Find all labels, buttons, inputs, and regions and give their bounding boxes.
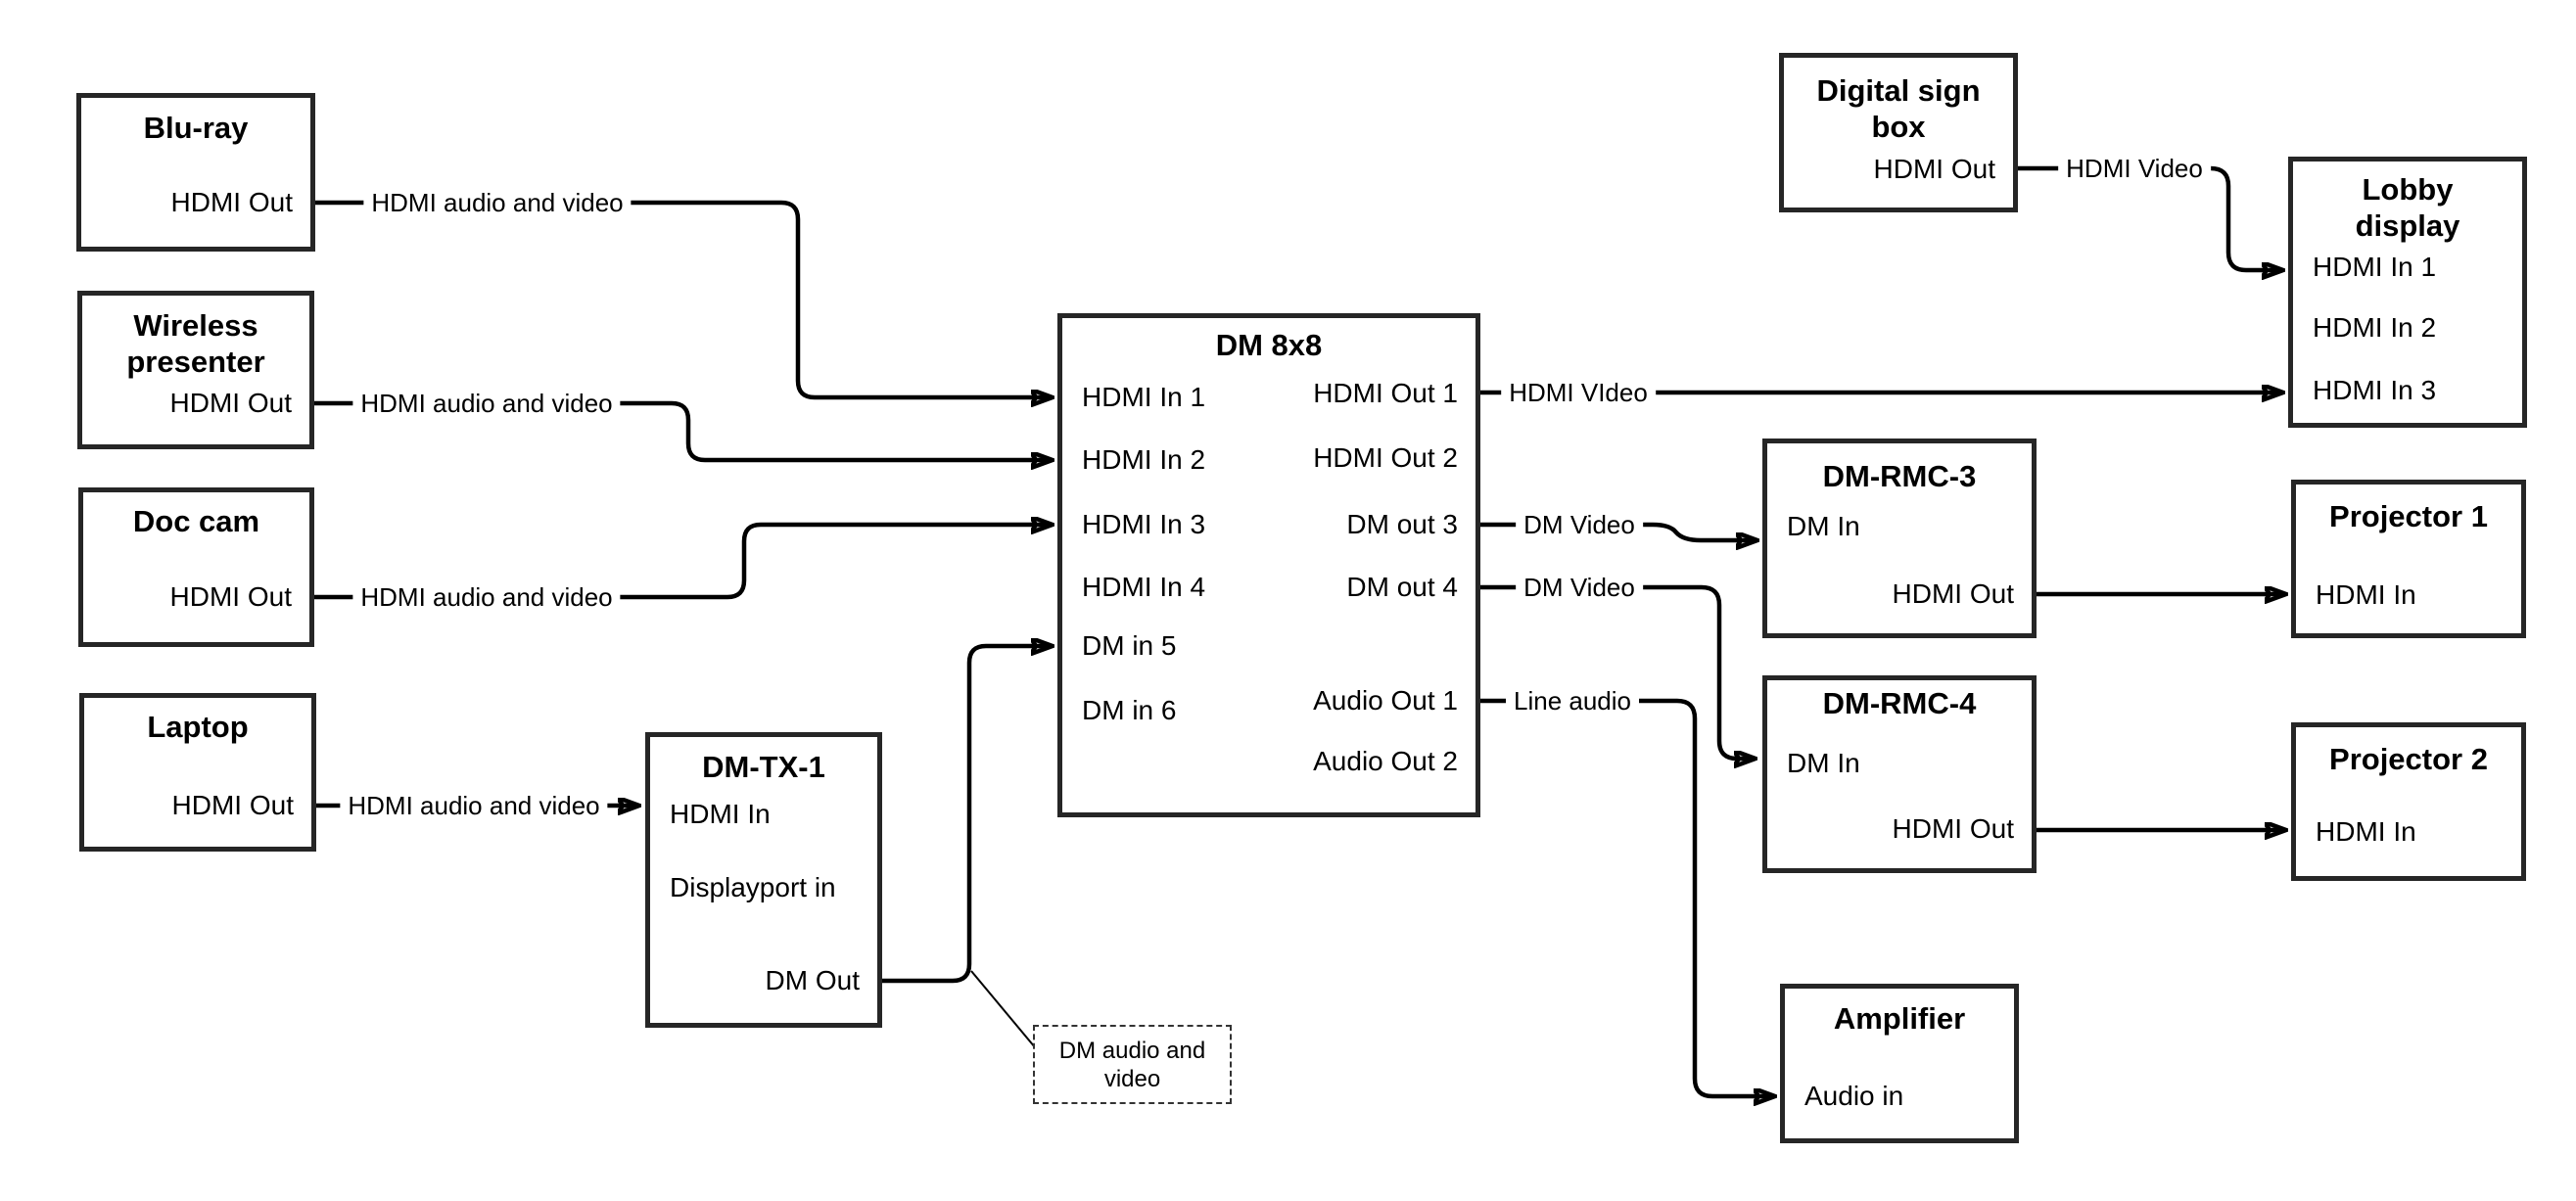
dm8x8-port-dm-in-6: DM in 6 [1082, 695, 1177, 725]
lobby-port-hdmi-in-3: HDMI In 3 [2313, 375, 2437, 405]
dm8x8-port-dm-out-4: DM out 4 [1346, 572, 1458, 602]
link-label-laptop: HDMI audio and video [340, 791, 608, 820]
lobby-port-hdmi-in-1: HDMI In 1 [2313, 252, 2437, 282]
proj1-port-hdmi-in: HDMI In [2316, 579, 2416, 610]
dm8x8-port-hdmi-in-3: HDMI In 3 [1082, 509, 1206, 539]
dm-8x8-box: DM 8x8 HDMI In 1 HDMI In 2 HDMI In 3 HDM… [1057, 313, 1480, 817]
proj2-port-hdmi-in: HDMI In [2316, 816, 2416, 847]
link-label-dm-out3: DM Video [1516, 510, 1643, 539]
rmc3-title: DM-RMC-3 [1822, 459, 1977, 493]
rmc4-title: DM-RMC-4 [1822, 686, 1977, 720]
amplifier-port-audio-in: Audio in [1804, 1081, 1904, 1111]
digitalsign-title-line1: Digital sign [1816, 73, 1981, 108]
projector-1-box: Projector 1 HDMI In [2291, 480, 2526, 638]
bluray-box: Blu-ray HDMI Out [76, 93, 315, 252]
rmc3-port-dm-in: DM In [1787, 511, 1860, 541]
laptop-box: Laptop HDMI Out [79, 693, 316, 852]
dmtx1-title: DM-TX-1 [702, 750, 825, 784]
dm-rmc-4-box: DM-RMC-4 DM In HDMI Out [1762, 675, 2037, 873]
wireless-presenter-box: Wireless presenter HDMI Out [77, 291, 314, 449]
connector-dm8x8-audio1-to-amplifier [1480, 698, 1774, 1096]
wireless-title-line2: presenter [126, 345, 265, 379]
laptop-port-hdmi-out: HDMI Out [171, 790, 294, 820]
proj1-title: Projector 1 [2329, 499, 2488, 533]
connector-doccam-to-dm8x8-in3 [314, 525, 1052, 600]
lobby-port-hdmi-in-2: HDMI In 2 [2313, 312, 2437, 343]
dm8x8-port-dm-out-3: DM out 3 [1346, 509, 1458, 539]
bluray-title: Blu-ray [143, 111, 249, 145]
doc-cam-box: Doc cam HDMI Out [78, 487, 314, 647]
rmc4-port-hdmi-out: HDMI Out [1892, 813, 2014, 844]
dm8x8-title: DM 8x8 [1215, 328, 1323, 362]
dm8x8-port-audio-out-1: Audio Out 1 [1313, 685, 1458, 716]
link-label-hdmi-out1: HDMI VIdeo [1501, 378, 1656, 407]
dm-tx-1-box: DM-TX-1 HDMI In Displayport in DM Out [645, 732, 882, 1028]
lobby-display-box: Lobby display HDMI In 1 HDMI In 2 HDMI I… [2288, 157, 2527, 428]
laptop-title: Laptop [147, 710, 249, 744]
bluray-port-hdmi-out: HDMI Out [170, 187, 293, 217]
lobby-title-line1: Lobby [2362, 172, 2454, 207]
digitalsign-port-hdmi-out: HDMI Out [1873, 154, 1995, 184]
connector-dm8x8-out4-to-rmc4 [1480, 584, 1755, 759]
lobby-title-line2: display [2355, 208, 2460, 243]
dm8x8-port-hdmi-in-4: HDMI In 4 [1082, 572, 1206, 602]
proj2-title: Projector 2 [2329, 742, 2488, 776]
dm8x8-port-hdmi-in-1: HDMI In 1 [1082, 382, 1206, 412]
link-label-bluray: HDMI audio and video [363, 188, 632, 217]
link-label-dm-out4: DM Video [1516, 573, 1643, 602]
digital-sign-box: Digital sign box HDMI Out [1779, 53, 2018, 212]
connector-wireless-to-dm8x8-in2 [314, 400, 1052, 460]
note-line2: video [1103, 1065, 1161, 1092]
connector-bluray-to-dm8x8-in1 [315, 200, 1052, 397]
dm8x8-port-hdmi-in-2: HDMI In 2 [1082, 444, 1206, 475]
dm8x8-port-audio-out-2: Audio Out 2 [1313, 746, 1458, 776]
doccam-title: Doc cam [132, 504, 260, 538]
wireless-port-hdmi-out: HDMI Out [169, 388, 292, 418]
doccam-port-hdmi-out: HDMI Out [169, 581, 292, 612]
amplifier-title: Amplifier [1833, 1001, 1966, 1036]
note-line1: DM audio and [1058, 1037, 1206, 1064]
dm8x8-port-hdmi-out-2: HDMI Out 2 [1313, 442, 1458, 473]
dm8x8-port-dm-in-5: DM in 5 [1082, 630, 1177, 661]
wireless-title-line1: Wireless [133, 308, 258, 343]
projector-2-box: Projector 2 HDMI In [2291, 722, 2526, 881]
dm8x8-port-hdmi-out-1: HDMI Out 1 [1313, 378, 1458, 408]
link-label-line-audio: Line audio [1506, 686, 1639, 716]
dmtx1-port-dm-out: DM Out [765, 965, 860, 995]
connector-dm8x8-out3-to-rmc3 [1480, 522, 1756, 540]
dmtx1-port-displayport-in: Displayport in [670, 872, 836, 902]
dm-rmc-3-box: DM-RMC-3 DM In HDMI Out [1762, 439, 2037, 638]
connector-dmtx1-to-dm8x8-in5 [882, 646, 1052, 984]
link-label-doccam: HDMI audio and video [352, 582, 621, 612]
connector-digitalsign-to-lobby-in1 [2018, 165, 2282, 270]
note-leader-line [970, 970, 1036, 1048]
amplifier-box: Amplifier Audio in [1780, 984, 2019, 1143]
link-label-digitalsign: HDMI Video [2058, 154, 2211, 183]
rmc3-port-hdmi-out: HDMI Out [1892, 578, 2014, 609]
dm-audio-video-note: DM audio and video [1033, 1025, 1232, 1104]
dmtx1-port-hdmi-in: HDMI In [670, 799, 771, 829]
digitalsign-title-line2: box [1871, 110, 1926, 144]
rmc4-port-dm-in: DM In [1787, 748, 1860, 778]
link-label-wireless: HDMI audio and video [352, 389, 621, 418]
